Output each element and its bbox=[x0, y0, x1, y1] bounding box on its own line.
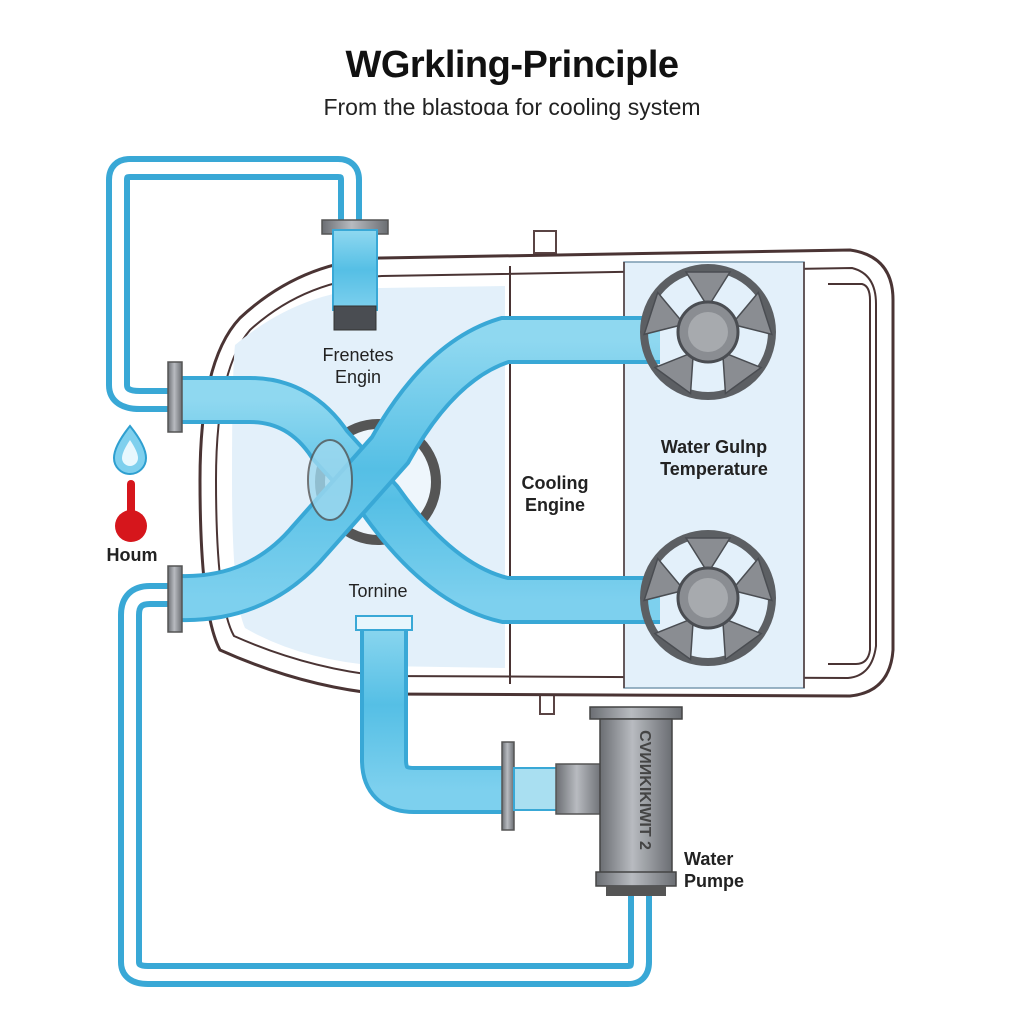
fan-icon bbox=[640, 530, 776, 666]
diagram-subtitle: From the blastoɑa for cooling system bbox=[323, 94, 701, 120]
water-drop-icon bbox=[112, 424, 148, 475]
water-pump-temperature-line1: Water Gulnp bbox=[660, 437, 768, 457]
cooling-engine-label-line1: Cooling bbox=[521, 473, 589, 493]
pump-body-text: CVИИKIKIWIT 2 bbox=[636, 730, 653, 850]
cooling-engine-label: Cooling Engine bbox=[500, 472, 610, 516]
water-pump: CVИИKIKIWIT 2 bbox=[589, 706, 683, 896]
fan-icon bbox=[640, 264, 776, 400]
top-inlet-pipe bbox=[321, 219, 389, 331]
engine-label: Frenetes Engin bbox=[298, 344, 418, 388]
diagram-title: WGrkling-Principle bbox=[345, 44, 679, 86]
water-pumpe-line2: Pumpe bbox=[684, 871, 745, 891]
outer-loop-pipe bbox=[106, 156, 652, 987]
water-pumpe-line1: Water bbox=[684, 849, 734, 869]
thermometer-icon bbox=[115, 480, 147, 542]
water-pump-temperature-label: Water Gulnp Temperature bbox=[634, 436, 794, 480]
engine-label-line2: Engin bbox=[334, 367, 382, 387]
water-pumpe-label: Water Pumpe bbox=[684, 848, 764, 892]
engine-label-line1: Frenetes bbox=[322, 345, 394, 365]
crossing-pipes bbox=[167, 316, 660, 633]
pump-feed-pipe bbox=[355, 615, 603, 831]
turbine-label: Tornine bbox=[348, 581, 408, 601]
cooling-engine-label-line2: Engine bbox=[524, 495, 585, 515]
houm-label: Houm bbox=[106, 545, 158, 565]
water-pump-temperature-line2: Temperature bbox=[660, 459, 768, 479]
